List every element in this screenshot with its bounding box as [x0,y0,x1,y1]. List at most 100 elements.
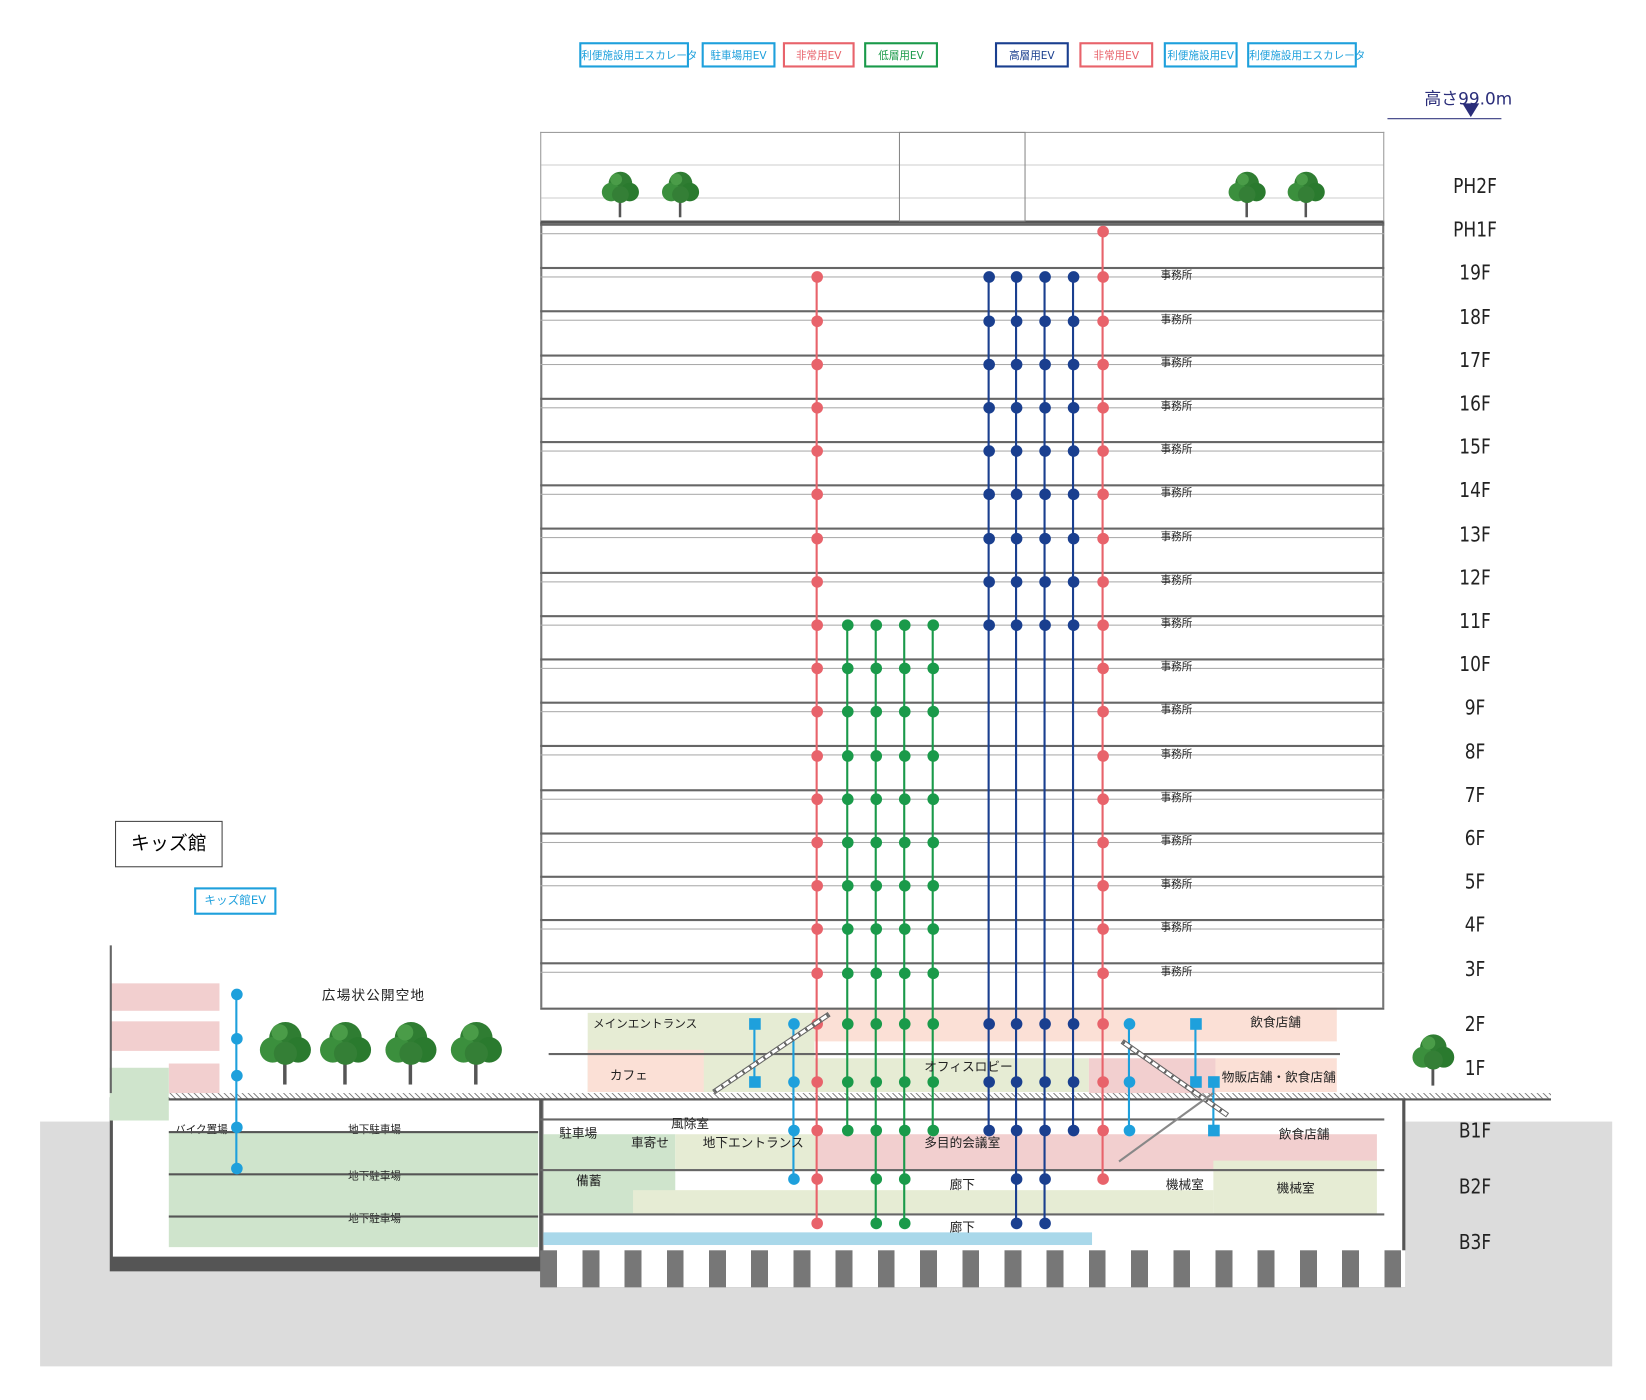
elevator-stop-marker [870,1173,883,1185]
kids-ev-label: キッズ館EV [194,887,277,915]
floor-label-3f: 3F [1464,957,1486,981]
elevator-stop-marker [811,1076,823,1088]
elevator-stop-marker [1010,532,1023,545]
zone-b3-water [543,1232,1093,1246]
elevator-stop-marker [788,1173,800,1185]
elevator-stop-marker [841,967,854,979]
kids-floor-3 [168,1063,220,1096]
elevator-stop-marker [870,749,883,762]
room-restaurant-2f: 飲食店舗 [1250,1015,1301,1030]
ceiling-line [540,276,1385,278]
elevator-line [1101,231,1104,1179]
elevator-line [1043,276,1046,1223]
tree-icon [599,167,641,218]
tree-icon [1285,167,1327,218]
elevator-stop-marker [788,1076,800,1088]
escalator-stop-marker [1208,1076,1220,1088]
room-machine-2: 機械室 [1276,1180,1315,1196]
room-office-5f: 事務所 [1160,879,1193,891]
elevator-stop-marker [1067,575,1080,588]
elevator-stop-marker [927,836,940,849]
legend-right-0: 高層用EV [994,42,1069,68]
elevator-line [846,624,849,1131]
elevator-stop-marker [898,1124,911,1137]
elevator-stop-marker [1039,619,1051,631]
floor-slab [540,354,1385,357]
elevator-stop-marker [841,662,854,675]
elevator-stop-marker [870,1124,883,1137]
elevator-stop-marker [927,662,940,675]
elevator-stop-marker [927,880,940,892]
elevator-stop-marker [927,619,940,631]
elevator-stop-marker [983,575,995,588]
ceiling-line [540,233,1385,235]
room-drop-off: 車寄せ [630,1135,669,1151]
legend-left-0: 利便施設用エスカレータ [579,42,697,68]
elevator-stop-marker [1039,1076,1051,1088]
elevator-stop-marker [1010,1076,1023,1088]
elevator-stop-marker [870,662,883,675]
floor-label-19f: 19F [1459,262,1491,286]
ceiling-line [540,754,1385,756]
kids-floor-green [109,1067,169,1121]
elevator-stop-marker [927,1018,940,1030]
elevator-stop-marker [1039,1217,1051,1230]
room-office-17f: 事務所 [1160,357,1193,370]
floor-slab-b3f [540,1213,1385,1216]
elevator-stop-marker [983,1018,995,1030]
floor-slab [540,745,1385,748]
floor-label-18f: 18F [1459,305,1491,329]
floor-slab [540,441,1385,444]
floor-slab [540,484,1385,487]
tower-frame [540,221,1385,1008]
escalator-stop-marker [749,1018,761,1030]
elevator-stop-marker [1097,923,1109,936]
ceiling-line [540,363,1385,365]
room-office-4f: 事務所 [1160,922,1193,935]
elevator-stop-marker [811,749,823,762]
elevator-stop-marker [927,749,940,762]
elevator-stop-marker [898,967,911,979]
elevator-stop-marker [1097,1173,1109,1185]
elevator-stop-marker [788,1018,800,1030]
elevator-stop-marker [1010,1124,1023,1137]
elevator-stop-marker [811,1173,823,1185]
elevator-stop-marker [1097,488,1109,501]
elevator-stop-marker [870,1217,883,1230]
elevator-stop-marker [898,793,911,805]
elevator-stop-marker [1010,315,1023,327]
floor-slab [540,919,1385,922]
room-office-6f: 事務所 [1160,835,1193,848]
floor-slab [540,527,1385,531]
room-office-16f: 事務所 [1160,400,1193,413]
elevator-stop-marker [1123,1018,1136,1030]
zone-cafe [587,1049,704,1093]
tree-icon [317,1015,375,1085]
elevator-stop-marker [870,619,883,631]
floor-label-12f: 12F [1459,566,1491,590]
elevator-stop-marker [1067,401,1080,414]
legend-right-3: 利便施設用エスカレータ [1247,42,1365,68]
floor-label-b3f: B3F [1458,1231,1492,1255]
elevator-stop-marker [811,1217,823,1230]
floor-slab [540,875,1385,878]
elevator-stop-marker [1010,619,1023,631]
ceiling-line [540,928,1385,930]
ceiling-line [540,711,1385,713]
elevator-stop-marker [811,662,823,675]
legend-left-2: 非常用EV [782,42,855,68]
elevator-stop-marker [811,619,823,631]
legend-left-3: 低層用EV [864,42,938,68]
elevator-stop-marker [1097,1124,1109,1137]
elevator-stop-marker [983,619,995,631]
elevator-stop-marker [870,880,883,892]
elevator-stop-marker [841,1076,854,1088]
escalator-stop-marker [749,1076,761,1088]
room-office-3f: 事務所 [1160,966,1193,978]
floor-label-6f: 6F [1464,827,1486,851]
elevator-stop-marker [811,401,823,414]
elevator-line [1194,1023,1197,1082]
elevator-stop-marker [927,1124,940,1137]
room-main-entrance: メインエントランス [592,1017,698,1031]
elevator-stop-marker [1039,401,1051,414]
